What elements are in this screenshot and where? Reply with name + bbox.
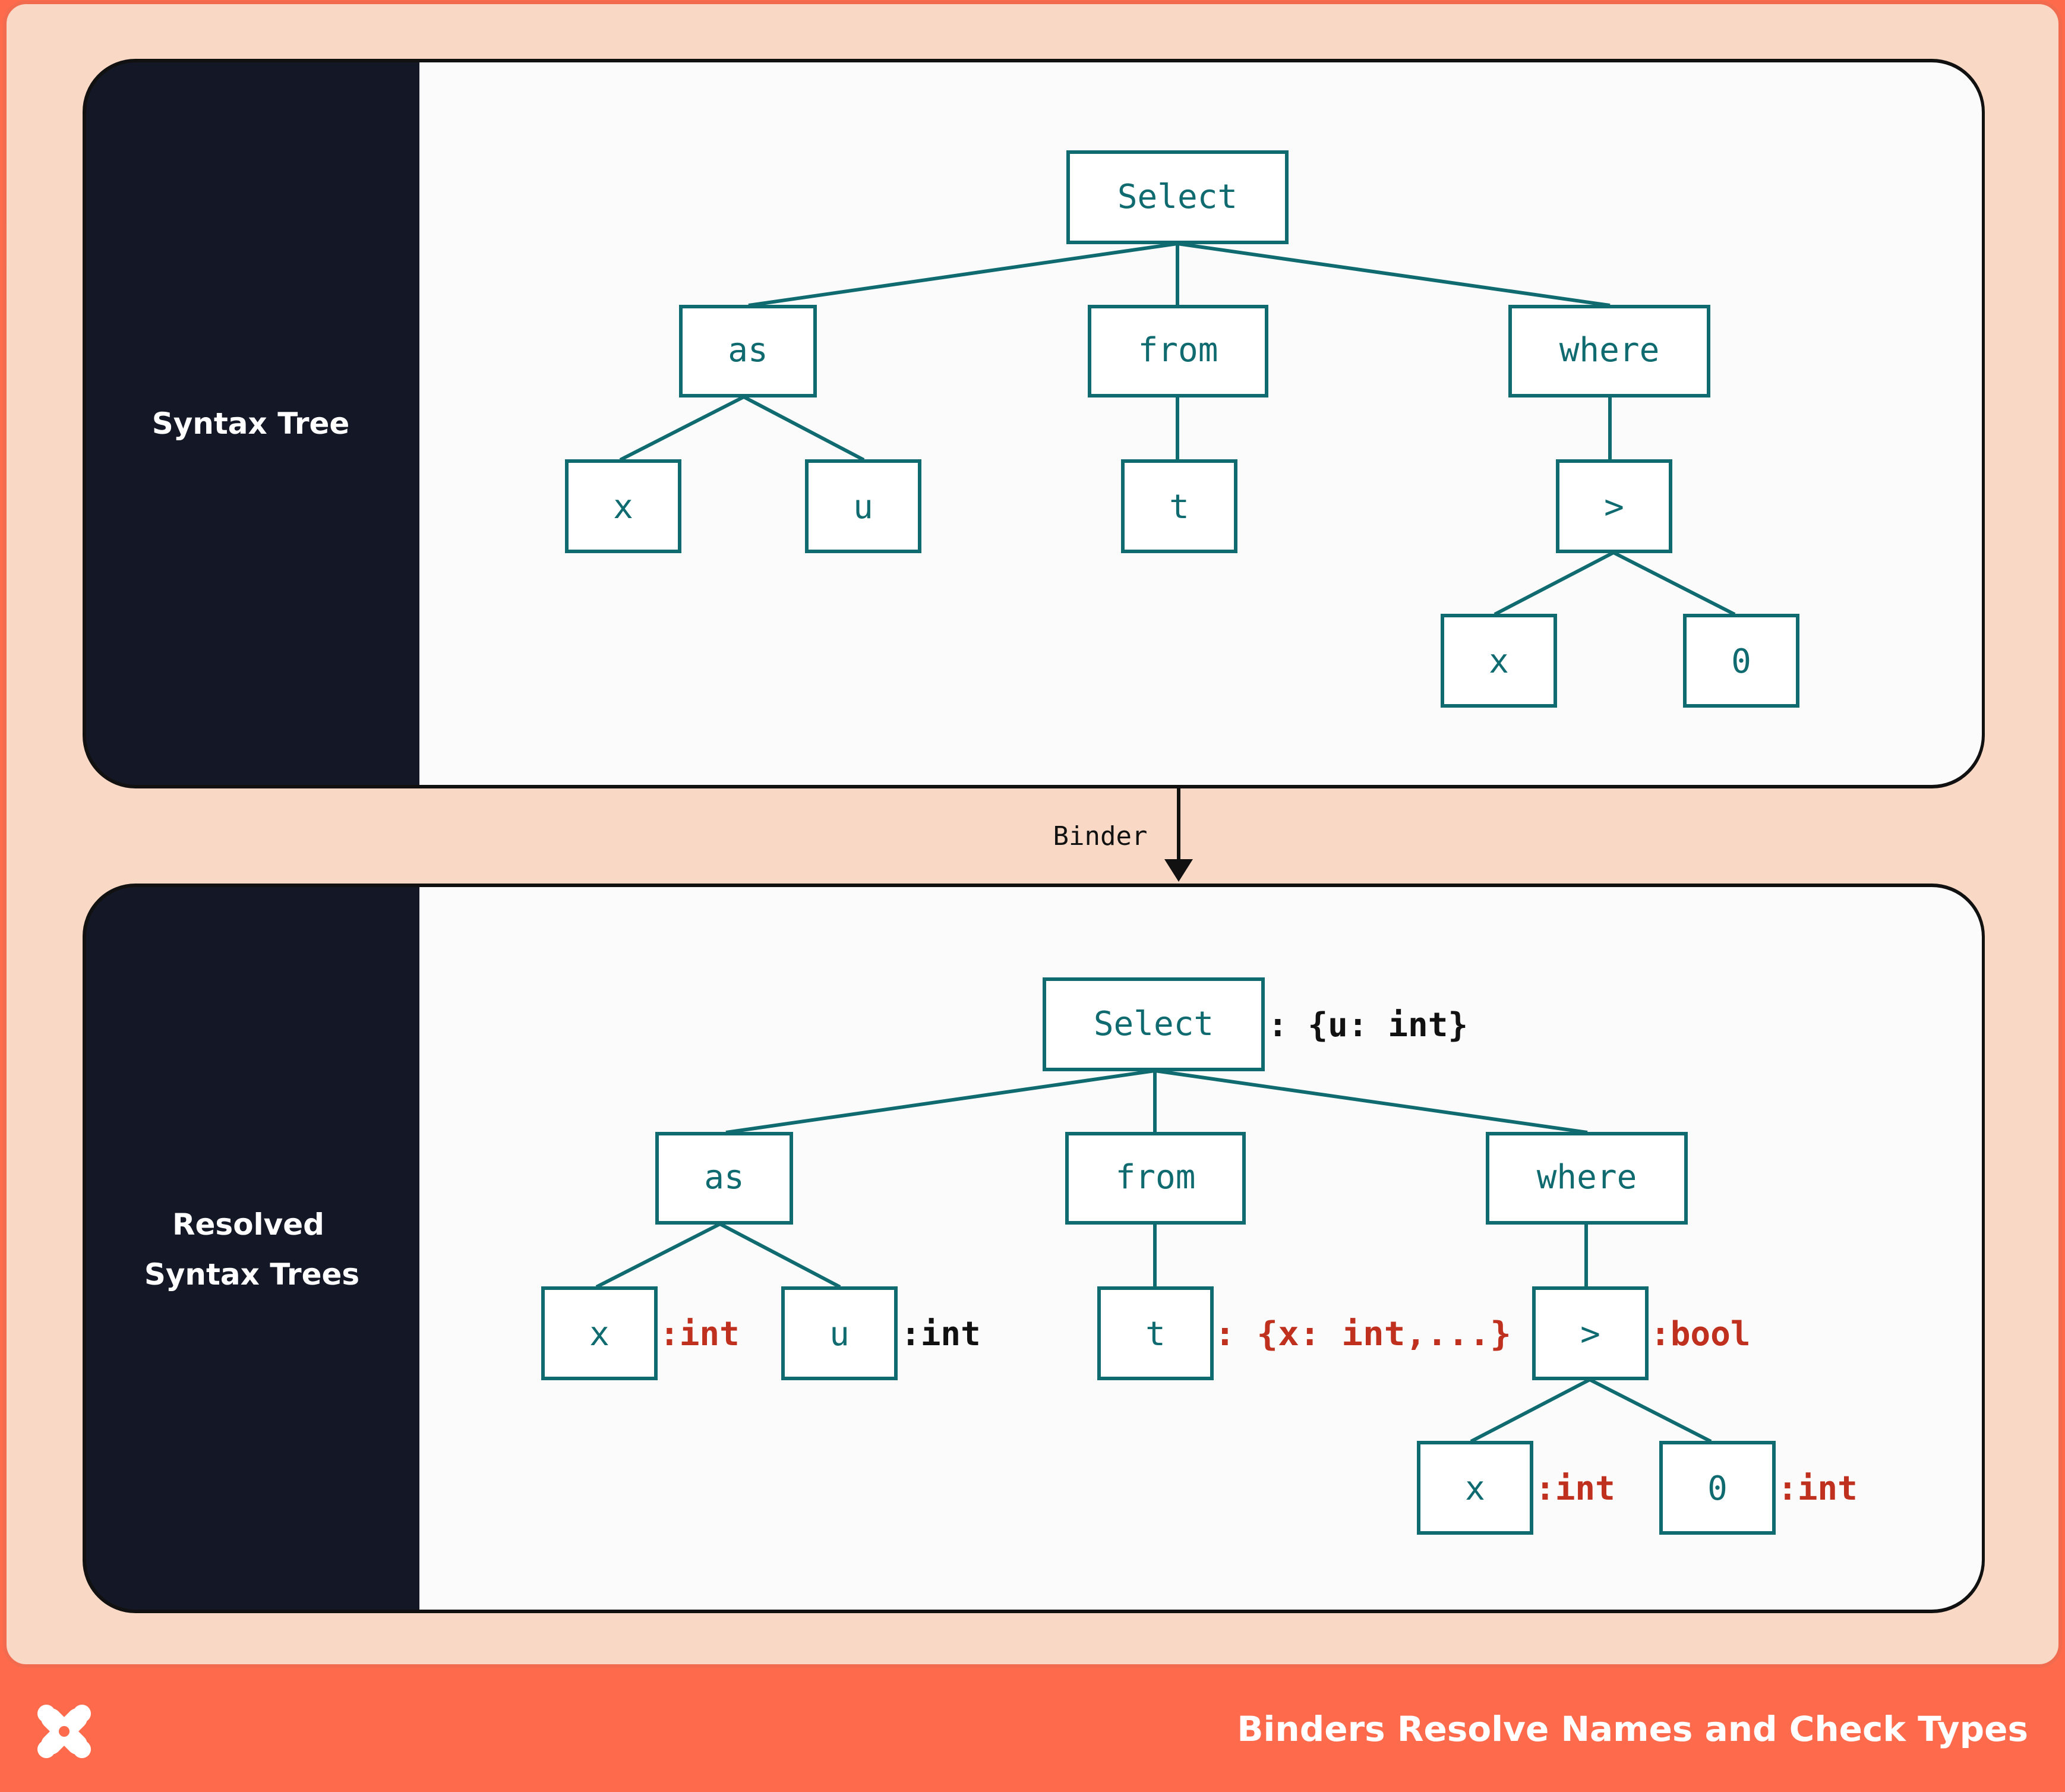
resolved-node-x: x [541, 1286, 658, 1380]
bottom-panel: Resolved Syntax Trees Select as from [83, 884, 1985, 1613]
annotation-u-type: :int [901, 1315, 981, 1354]
node-label: x [613, 488, 633, 526]
top-panel-label: Syntax Tree [152, 406, 350, 441]
edge-select-as [725, 1069, 1155, 1134]
top-panel-content [419, 62, 1982, 785]
footer-title: Binders Resolve Names and Check Types [1237, 1709, 2028, 1749]
tree-node-u: u [805, 459, 921, 553]
bottom-panel-content [419, 887, 1982, 1610]
tree-node-x2: x [1441, 614, 1557, 708]
node-label: > [1580, 1315, 1600, 1354]
resolved-node-t: t [1097, 1286, 1214, 1380]
node-label: u [829, 1315, 850, 1354]
x-logo-icon [37, 1705, 91, 1758]
edge-select-where [1154, 1069, 1588, 1134]
edge-gt-zero [1612, 551, 1736, 616]
top-panel: Syntax Tree Select as from w [83, 59, 1985, 788]
node-label: where [1537, 1158, 1637, 1197]
edge-as-u [743, 395, 865, 462]
resolved-node-as: as [655, 1132, 793, 1225]
arrow-head-icon [1164, 859, 1193, 882]
resolved-node-zero: 0 [1659, 1441, 1776, 1535]
node-label: x [1465, 1469, 1485, 1508]
annotation-gt-type: :bool [1650, 1315, 1751, 1354]
resolved-node-from: from [1065, 1132, 1246, 1225]
node-label: u [853, 488, 873, 526]
annotation-t-type: : {x: int,...} [1214, 1315, 1511, 1354]
arrow-label: Binder [1053, 821, 1148, 851]
node-label: from [1138, 331, 1218, 370]
tree-node-gt: > [1556, 459, 1672, 553]
edge-gt-x [1470, 1378, 1591, 1443]
bottom-panel-label-line2: Syntax Trees [144, 1257, 359, 1292]
node-label: x [589, 1315, 610, 1354]
resolved-node-gt: > [1532, 1286, 1649, 1380]
resolved-node-where: where [1486, 1132, 1688, 1225]
node-label: x [1489, 642, 1509, 681]
node-label: 0 [1707, 1469, 1728, 1508]
node-label: as [728, 331, 768, 370]
edge-as-x [595, 1222, 721, 1289]
node-label: as [704, 1158, 744, 1197]
resolved-node-x2: x [1417, 1441, 1533, 1535]
tree-node-select: Select [1066, 150, 1289, 244]
annotation-zero-type: :int [1777, 1469, 1858, 1508]
edge-gt-zero [1589, 1378, 1712, 1443]
edge-gt-x [1494, 551, 1615, 616]
node-label: 0 [1731, 642, 1751, 681]
tree-node-where: where [1508, 305, 1710, 397]
bottom-tree-edges [595, 1069, 1712, 1443]
node-label: Select [1117, 178, 1237, 216]
tree-node-from: from [1088, 305, 1268, 397]
resolved-node-u: u [781, 1286, 898, 1380]
footer-bar: Binders Resolve Names and Check Types [37, 1705, 2028, 1758]
edge-as-u [719, 1222, 841, 1289]
node-label: where [1559, 331, 1660, 370]
node-label: > [1604, 488, 1624, 526]
top-tree-edges [619, 242, 1736, 616]
binder-arrow: Binder [1053, 787, 1193, 882]
node-label: from [1116, 1158, 1196, 1197]
resolved-node-select: Select [1043, 977, 1265, 1071]
tree-node-zero: 0 [1683, 614, 1799, 708]
annotation-select-type: : {u: int} [1268, 1006, 1468, 1045]
annotation-x2-type: :int [1535, 1469, 1615, 1508]
annotation-x-type: :int [659, 1315, 740, 1354]
edge-as-x [619, 395, 745, 462]
tree-node-x: x [565, 459, 681, 553]
tree-node-t: t [1121, 459, 1237, 553]
edge-select-as [748, 242, 1178, 307]
node-label: t [1169, 488, 1189, 526]
node-label: t [1145, 1315, 1166, 1354]
edge-select-where [1177, 242, 1611, 307]
bottom-panel-label-line1: Resolved [172, 1207, 324, 1242]
node-label: Select [1094, 1005, 1214, 1043]
tree-node-as: as [679, 305, 817, 397]
